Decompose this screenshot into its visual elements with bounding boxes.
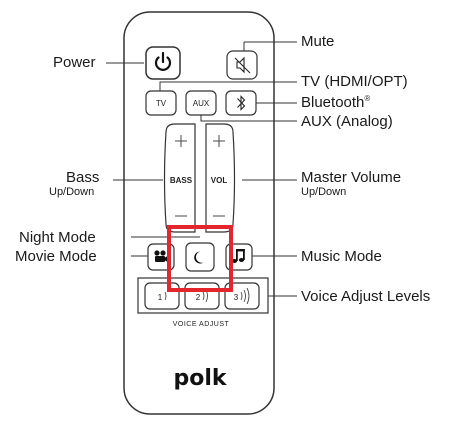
master-volume-label: Master Volume (301, 169, 402, 186)
voice-level-3-label: 3 (234, 293, 239, 302)
night-mode-label: Night Mode (19, 229, 96, 246)
bass-rocker[interactable]: BASS (163, 123, 196, 233)
power-icon (154, 51, 172, 71)
mute-button[interactable] (226, 50, 258, 80)
sound-wave-icon (164, 291, 167, 301)
voice-level-3-button[interactable]: 3 (224, 282, 260, 310)
bass-callout-label: Bass (66, 169, 100, 186)
aux-button[interactable]: AUX (185, 90, 217, 116)
master-volume-sublabel: Up/Down (301, 186, 347, 198)
tv-button-label: TV (156, 99, 167, 108)
night-mode-button[interactable] (185, 242, 215, 272)
plus-icon (213, 135, 225, 147)
bluetooth-label: Bluetooth (301, 94, 365, 111)
movie-mode-label: Movie Mode (15, 248, 97, 265)
bluetooth-button[interactable] (225, 90, 257, 116)
voice-level-1-button[interactable]: 1 (144, 282, 180, 310)
tv-label: TV (HDMI/OPT) (301, 73, 408, 90)
voice-adjust-levels-label: Voice Adjust Levels (301, 288, 431, 305)
mute-icon (234, 56, 251, 74)
aux-label: AUX (Analog) (301, 113, 393, 130)
voice-adjust-caption: VOICE ADJUST (173, 321, 230, 328)
music-mode-label: Music Mode (301, 248, 382, 265)
bluetooth-registered-mark: ® (364, 94, 371, 103)
mute-label: Mute (301, 33, 335, 50)
power-button[interactable] (145, 46, 181, 80)
power-label: Power (53, 54, 96, 71)
bluetooth-label-wrap: Bluetooth® (301, 94, 371, 111)
polk-logo: polk (173, 366, 227, 391)
volume-rocker[interactable]: VOL (205, 123, 236, 233)
highlight-box (167, 225, 233, 292)
sound-wave-icon (240, 287, 250, 305)
plus-icon (175, 135, 187, 147)
music-note-icon (231, 249, 245, 263)
tv-button[interactable]: TV (145, 90, 177, 116)
voice-level-2-button[interactable]: 2 (184, 282, 220, 310)
voice-level-1-label: 1 (158, 293, 163, 302)
moon-icon (194, 251, 204, 264)
aux-button-label: AUX (193, 99, 210, 108)
bass-label: BASS (170, 176, 193, 185)
bluetooth-icon (237, 95, 246, 111)
bass-callout-sublabel: Up/Down (49, 186, 95, 198)
vol-label: VOL (211, 176, 228, 185)
voice-level-2-label: 2 (196, 293, 201, 302)
